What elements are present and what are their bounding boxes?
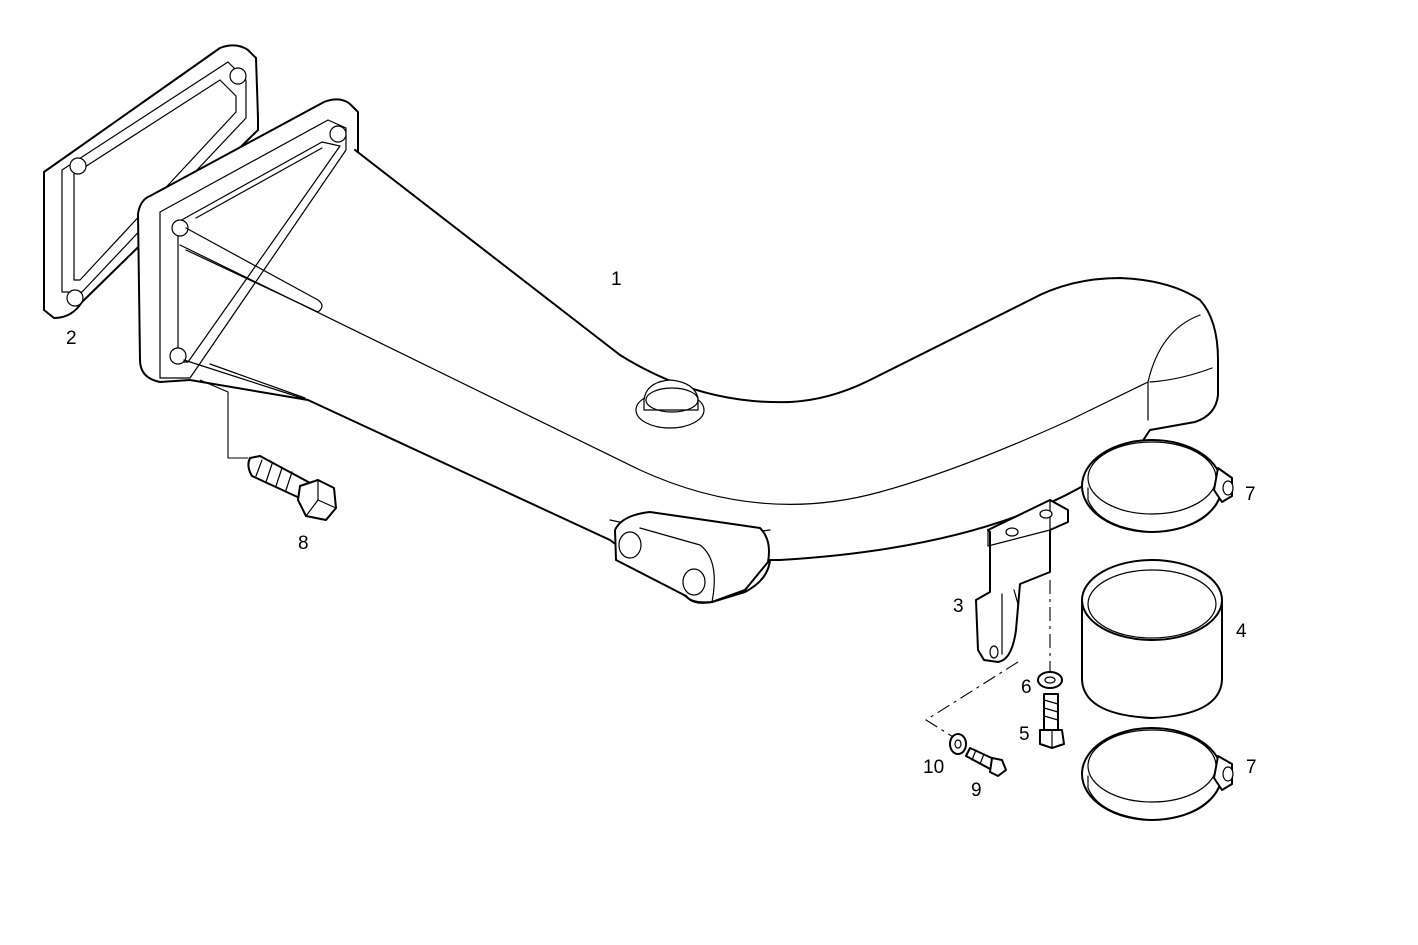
callout-4: 4 bbox=[1236, 621, 1247, 642]
callout-5: 5 bbox=[1019, 724, 1030, 745]
callout-7-upper: 7 bbox=[1245, 484, 1256, 505]
assembly-line-bolt-9 bbox=[924, 661, 1019, 741]
hose-clamp-part-7-lower bbox=[1081, 727, 1234, 821]
bolt-part-9 bbox=[965, 747, 1007, 777]
callout-2: 2 bbox=[66, 328, 77, 349]
callout-8: 8 bbox=[298, 533, 309, 554]
callout-9: 9 bbox=[971, 780, 982, 801]
bracket-part-3 bbox=[975, 499, 1069, 663]
washer-part-6 bbox=[1037, 671, 1063, 689]
callout-6: 6 bbox=[1021, 677, 1032, 698]
washer-part-10 bbox=[949, 733, 967, 755]
hose-sleeve-part-4 bbox=[1081, 559, 1223, 719]
callout-1: 1 bbox=[611, 269, 622, 290]
bolt-part-5 bbox=[1039, 693, 1065, 749]
gasket-part-2 bbox=[43, 44, 259, 319]
bolt-part-8 bbox=[199, 379, 337, 521]
callout-7-lower: 7 bbox=[1246, 757, 1257, 778]
callout-3: 3 bbox=[953, 596, 964, 617]
hose-clamp-part-7-upper bbox=[1081, 439, 1234, 533]
callout-10: 10 bbox=[923, 757, 944, 778]
elbow-pipe-part-1 bbox=[137, 98, 1219, 604]
